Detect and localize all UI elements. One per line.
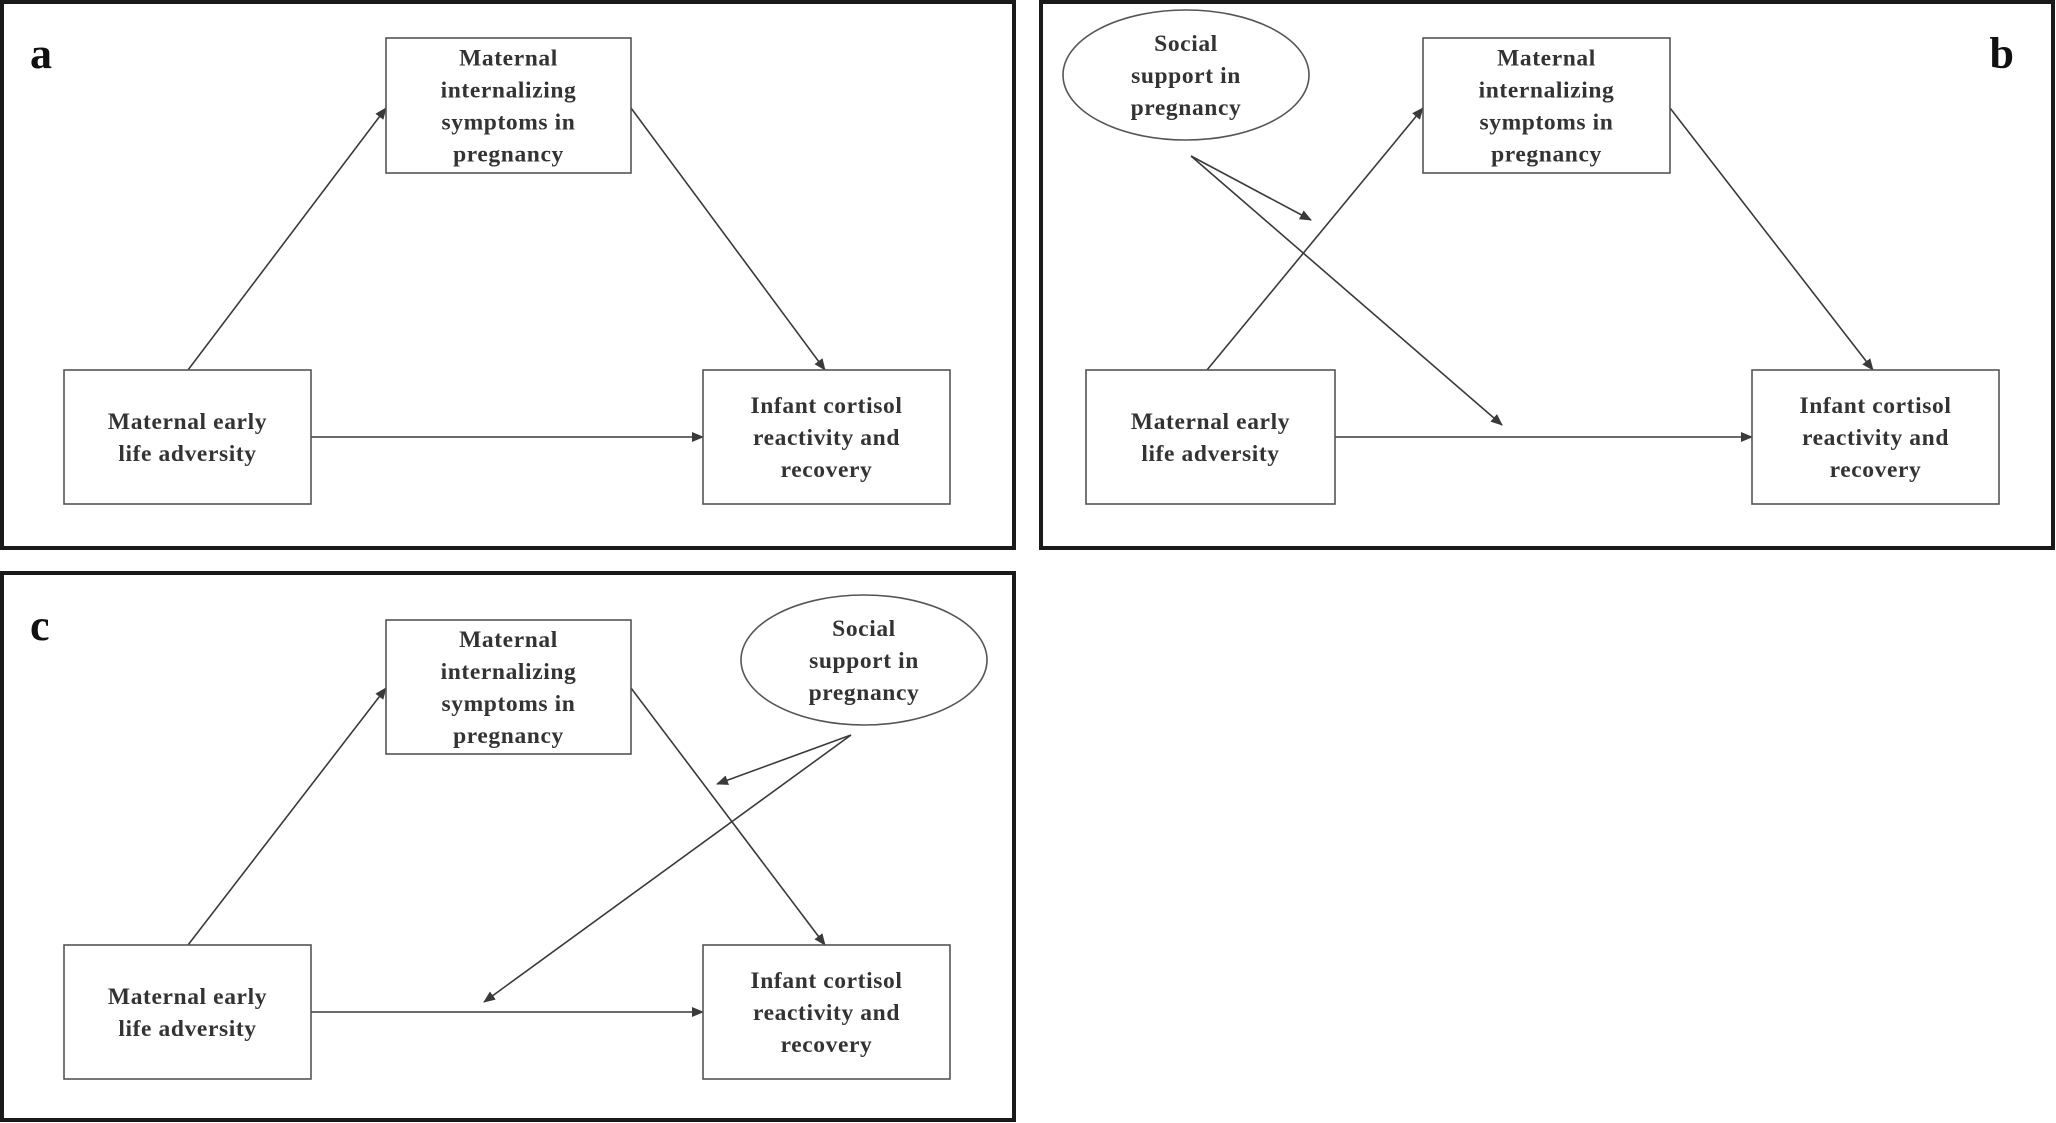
panel-c-adversity-line-2: life adversity — [118, 1016, 256, 1042]
panel-b-cortisol-line-2: reactivity and — [1802, 425, 1949, 451]
panel-b-arrow-symptoms-to-cortisol — [1669, 107, 1874, 371]
panel-b-symptoms-line-3: symptoms in — [1480, 110, 1614, 136]
panel-a-frame — [0, 0, 1016, 550]
panel-b-node-symptoms: Maternal internalizing symptoms in pregnanc… — [1422, 37, 1671, 174]
panel-c-arrow-support-to-path-adversity-cortisol — [483, 734, 852, 1003]
panel-c-support-ellipse — [740, 594, 988, 726]
panel-b-label: b — [1990, 29, 2014, 78]
panel-b-symptoms-line-1: Maternal — [1497, 46, 1596, 72]
panel-b-arrow-adversity-to-symptoms — [1206, 107, 1424, 371]
panel-b-arrow-support-to-path-adversity-symptoms — [1190, 155, 1312, 221]
panel-b-cortisol-line-3: recovery — [1830, 457, 1922, 483]
panel-c-node-symptoms: Maternal internalizing symptoms in pregnanc… — [385, 619, 632, 755]
panel-a-symptoms-line-4: pregnancy — [453, 142, 564, 168]
panel-c-arrow-adversity-to-symptoms — [187, 687, 387, 946]
panel-b-support-ellipse — [1062, 9, 1310, 141]
panel-a-symptoms-line-3: symptoms in — [442, 110, 576, 136]
panel-a-cortisol-line-3: recovery — [781, 457, 873, 483]
panel-b-node-cortisol: Infant cortisol reactivity and recovery — [1751, 369, 2000, 505]
panel-a-cortisol-line-2: reactivity and — [753, 425, 900, 451]
panel-c-node-support: Social support in pregnancy — [740, 594, 988, 726]
panel-b-symptoms-box — [1422, 37, 1671, 174]
panel-a-symptoms-box — [385, 37, 632, 174]
panel-b-frame — [1039, 0, 2055, 550]
panel-a-node-symptoms: Maternal internalizing symptoms in pregnanc… — [385, 37, 632, 174]
panel-b-adversity-line-2: life adversity — [1141, 441, 1279, 467]
panel-c-support-line-1: Social — [832, 616, 896, 642]
panel-a-node-cortisol: Infant cortisol reactivity and recovery — [702, 369, 951, 505]
panel-c-label: c — [30, 601, 50, 650]
panel-c-node-adversity: Maternal early life adversity — [63, 944, 312, 1080]
panel-a-arrow-symptoms-to-cortisol — [630, 107, 826, 371]
panel-a-adversity-line-2: life adversity — [118, 441, 256, 467]
panel-b-node-adversity: Maternal early life adversity — [1085, 369, 1336, 505]
panel-c-adversity-box — [63, 944, 312, 1080]
panel-b-support-line-2: support in — [1131, 63, 1241, 89]
panel-a-cortisol-line-1: Infant cortisol — [751, 393, 903, 419]
panel-b-support-line-1: Social — [1154, 31, 1218, 57]
panel-a-node-adversity: Maternal early life adversity — [63, 369, 312, 505]
panel-c-node-cortisol: Infant cortisol reactivity and recovery — [702, 944, 951, 1080]
panel-b-adversity-line-1: Maternal early — [1131, 409, 1290, 435]
panel-c-cortisol-line-3: recovery — [781, 1032, 873, 1058]
panel-c-arrow-symptoms-to-cortisol — [630, 687, 826, 946]
panel-c-cortisol-line-2: reactivity and — [753, 1000, 900, 1026]
panel-c-cortisol-box — [702, 944, 951, 1080]
panel-b-support-line-3: pregnancy — [1131, 95, 1242, 121]
panel-c-symptoms-line-4: pregnancy — [453, 723, 564, 749]
panel-c-symptoms-line-3: symptoms in — [442, 691, 576, 717]
panel-b-symptoms-line-2: internalizing — [1479, 78, 1615, 104]
panel-c-cortisol-line-1: Infant cortisol — [751, 968, 903, 994]
panel-b-symptoms-line-4: pregnancy — [1491, 142, 1602, 168]
panel-c-support-line-2: support in — [809, 648, 919, 674]
panel-c-frame — [0, 571, 1016, 1122]
panel-c-adversity-line-1: Maternal early — [108, 984, 267, 1010]
panel-a-cortisol-box — [702, 369, 951, 505]
panel-b-adversity-box — [1085, 369, 1336, 505]
panel-c-symptoms-line-1: Maternal — [459, 627, 558, 653]
panel-b-cortisol-box — [1751, 369, 2000, 505]
panel-b-node-support: Social support in pregnancy — [1062, 9, 1310, 141]
panel-c-symptoms-box — [385, 619, 632, 755]
panel-b-arrow-support-to-path-adversity-cortisol — [1190, 155, 1503, 426]
panel-a-symptoms-line-1: Maternal — [459, 46, 558, 72]
panel-c-arrow-support-to-path-symptoms-cortisol — [716, 734, 852, 785]
panel-b-cortisol-line-1: Infant cortisol — [1800, 393, 1952, 419]
panel-a-label: a — [30, 29, 52, 78]
panel-a-arrow-adversity-to-symptoms — [187, 107, 387, 371]
panel-a-adversity-line-1: Maternal early — [108, 409, 267, 435]
panel-a-symptoms-line-2: internalizing — [441, 78, 577, 104]
panel-c-support-line-3: pregnancy — [809, 680, 920, 706]
panel-c-symptoms-line-2: internalizing — [441, 659, 577, 685]
panel-a-adversity-box — [63, 369, 312, 505]
